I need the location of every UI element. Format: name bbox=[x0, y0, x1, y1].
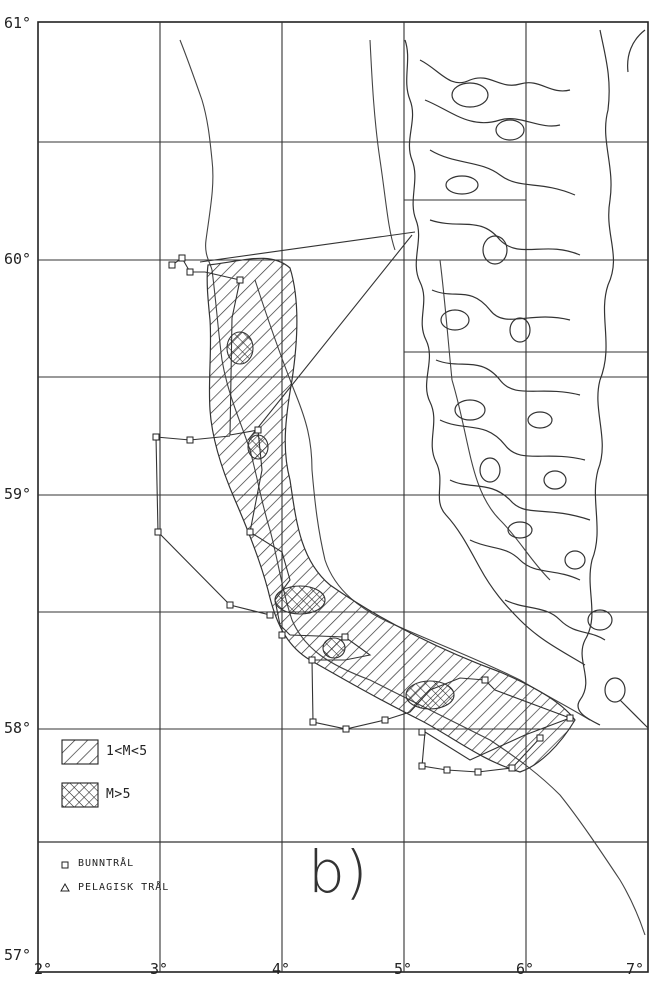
graticule bbox=[38, 22, 648, 972]
zones-high-density bbox=[226, 331, 455, 710]
lat-label-60: 60° bbox=[4, 250, 32, 268]
legend-label-high: M>5 bbox=[106, 787, 131, 802]
station-markers bbox=[152, 254, 574, 776]
coastline bbox=[404, 29, 649, 729]
panel-label: b) bbox=[308, 838, 368, 906]
legend-label-low: 1<M<5 bbox=[106, 744, 148, 759]
legend-swatch-low bbox=[61, 739, 99, 765]
key-label-pelagic-trawl: PELAGISK TRÅL bbox=[78, 882, 170, 893]
lon-label-3: 3° bbox=[150, 960, 169, 978]
lon-label-6: 6° bbox=[516, 960, 535, 978]
pelagic-trawl-symbol bbox=[60, 882, 70, 892]
lat-label-58: 58° bbox=[4, 719, 32, 737]
legend-swatch-high bbox=[61, 782, 99, 808]
bottom-trawl-symbol bbox=[61, 861, 69, 869]
key-label-bottom-trawl: BUNNTRÅL bbox=[78, 858, 135, 869]
map-frame bbox=[37, 21, 649, 973]
lat-label-61: 61° bbox=[4, 14, 32, 32]
lat-label-59: 59° bbox=[4, 485, 32, 503]
zone-low-density bbox=[206, 257, 576, 773]
lon-label-4: 4° bbox=[272, 960, 291, 978]
lon-label-2: 2° bbox=[34, 960, 53, 978]
lon-label-7: 7° bbox=[626, 960, 645, 978]
lon-label-5: 5° bbox=[394, 960, 413, 978]
lat-label-57: 57° bbox=[4, 946, 32, 964]
